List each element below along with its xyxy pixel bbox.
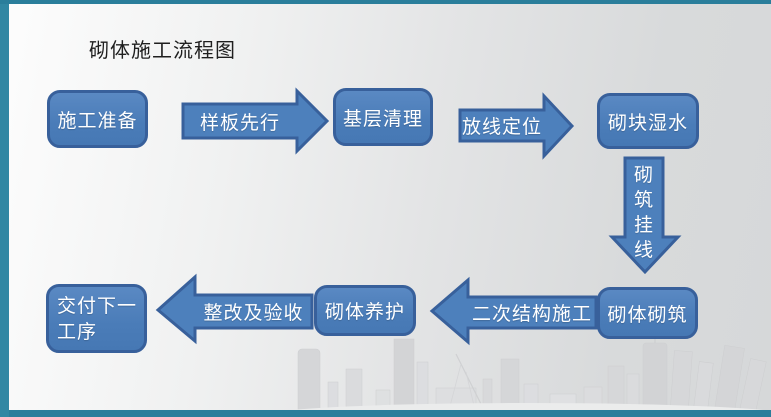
arrow-label-text: 砌筑挂线 (633, 164, 654, 261)
flow-arrow-line-positioning: 放线定位 (458, 92, 575, 160)
left-accent-bar (0, 0, 9, 417)
arrow-label: 放线定位 (461, 116, 542, 138)
bottom-accent-bar (0, 410, 771, 417)
down-arrow-icon (608, 156, 682, 275)
top-accent-bar (0, 0, 771, 4)
flow-box-base-cleaning: 基层清理 (333, 88, 433, 146)
city-skyline-background (288, 333, 771, 414)
right-arrow-icon (458, 92, 575, 160)
flow-box-masonry-curing: 砌体养护 (314, 285, 416, 336)
flow-box-masonry-building: 砌体砌筑 (597, 287, 698, 339)
arrow-label: 样板先行 (199, 111, 280, 134)
flow-arrow-masonry-line-hanging: 砌筑挂线 (608, 156, 682, 275)
right-arrow-icon (181, 87, 330, 155)
arrow-label: 砌筑挂线 (625, 162, 663, 264)
flow-box-construction-prep: 施工准备 (47, 90, 148, 148)
flow-arrow-rectification-acceptance: 整改及验收 (155, 273, 314, 345)
flow-box-block-wetting: 砌块湿水 (597, 93, 699, 149)
arrow-label: 整改及验收 (203, 302, 304, 324)
flow-arrow-secondary-structure: 二次结构施工 (429, 276, 598, 346)
left-arrow-icon (429, 276, 598, 346)
slide-title: 砌体施工流程图 (89, 38, 236, 62)
flow-arrow-sample-first: 样板先行 (180, 87, 330, 155)
left-arrow-icon (155, 273, 314, 345)
arrow-label: 二次结构施工 (471, 303, 592, 325)
flow-box-handover-next-process: 交付下一工序 (46, 284, 147, 353)
